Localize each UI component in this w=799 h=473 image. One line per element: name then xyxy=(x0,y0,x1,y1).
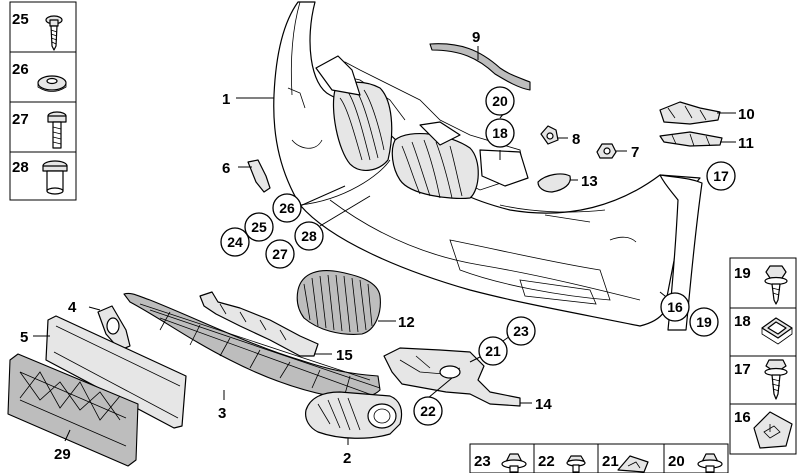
circle-28 xyxy=(294,221,324,251)
callout-2: 2 xyxy=(343,450,351,467)
bottom-label-23: 23 xyxy=(474,453,491,470)
circled-20: 20 xyxy=(492,93,508,109)
circle-18 xyxy=(485,118,515,148)
bottom-label-22: 22 xyxy=(538,453,555,470)
bottom-label-21: 21 xyxy=(602,453,619,470)
callout-9: 9 xyxy=(472,29,480,46)
left-parts-column: 25 26 27 28 xyxy=(9,1,77,201)
circle-21 xyxy=(478,336,508,366)
bolt-icon xyxy=(47,111,67,149)
push-rivet-icon xyxy=(697,453,723,473)
callout-4: 4 xyxy=(68,299,77,316)
clip-part-7 xyxy=(596,143,617,159)
cell-28 xyxy=(9,151,77,201)
clip-part-8 xyxy=(540,125,559,145)
fog-trim-4 xyxy=(97,305,131,351)
callout-14: 14 xyxy=(535,396,552,413)
left-label-28: 28 xyxy=(12,159,29,176)
circled-19: 19 xyxy=(696,314,712,330)
spring-nut-icon xyxy=(753,411,793,449)
right-label-16: 16 xyxy=(734,409,751,426)
screw-icon xyxy=(45,15,63,51)
callout-11: 11 xyxy=(738,135,754,152)
callout-5: 5 xyxy=(20,329,28,346)
lower-mesh-grille xyxy=(123,292,381,399)
circle-20 xyxy=(485,86,515,116)
callout-12: 12 xyxy=(398,314,415,331)
bumper-cover xyxy=(273,1,701,327)
air-duct-bracket xyxy=(383,347,521,407)
cell-27 xyxy=(9,101,77,153)
circle-17 xyxy=(706,161,736,191)
clip-nut-icon xyxy=(617,455,649,473)
bumper-trim-strip-right xyxy=(659,174,703,331)
circled-24: 24 xyxy=(227,234,243,250)
callout-29: 29 xyxy=(54,446,71,463)
grille-support-bracket xyxy=(199,291,319,357)
license-plate-frame xyxy=(7,353,139,467)
right-label-17: 17 xyxy=(734,361,751,378)
callout-numbers: 1 2 3 4 5 6 7 8 9 10 11 12 13 14 15 29 xyxy=(20,29,755,467)
side-bracket-upper xyxy=(659,101,721,125)
callout-1: 1 xyxy=(222,91,230,108)
circle-16 xyxy=(660,292,690,322)
callout-13: 13 xyxy=(581,173,598,190)
right-label-19: 19 xyxy=(734,265,751,282)
side-bracket-lower xyxy=(659,131,723,147)
circled-23: 23 xyxy=(513,323,529,339)
fog-light-grille xyxy=(305,391,403,439)
cell-25 xyxy=(9,1,77,53)
circled-18: 18 xyxy=(492,125,508,141)
small-trim-piece-6 xyxy=(247,159,271,193)
circled-28: 28 xyxy=(301,228,317,244)
callout-6: 6 xyxy=(222,160,230,177)
callout-3: 3 xyxy=(218,405,226,422)
callout-15: 15 xyxy=(336,347,353,364)
kidney-grille xyxy=(296,270,381,335)
bottom-label-20: 20 xyxy=(668,453,685,470)
callout-10: 10 xyxy=(738,106,755,123)
upper-seal-strip xyxy=(429,43,531,91)
circled-16: 16 xyxy=(667,299,683,315)
circled-22: 22 xyxy=(420,403,436,419)
bottom-parts-row: 23 22 21 20 xyxy=(469,443,729,473)
circled-17: 17 xyxy=(713,168,729,184)
circle-19 xyxy=(689,307,719,337)
tow-hook-cover xyxy=(537,173,571,193)
screw-icon xyxy=(764,359,788,400)
square-clip-icon xyxy=(761,317,793,345)
circled-26: 26 xyxy=(279,200,295,216)
circle-24 xyxy=(220,227,250,257)
callout-7: 7 xyxy=(631,144,639,161)
washer-icon xyxy=(37,75,67,92)
cell-20 xyxy=(663,443,729,473)
circled-27: 27 xyxy=(272,246,288,262)
callout-8: 8 xyxy=(572,131,580,148)
license-plate-base xyxy=(45,315,187,429)
screw-icon xyxy=(566,455,586,473)
flange-screw-icon xyxy=(764,265,788,305)
right-parts-column: 19 18 17 16 xyxy=(729,257,797,455)
cell-22 xyxy=(533,443,599,473)
circle-22 xyxy=(413,396,443,426)
left-label-27: 27 xyxy=(12,111,29,128)
expansion-rivet-icon xyxy=(501,453,527,473)
circle-23 xyxy=(506,316,536,346)
circled-callouts: 17 20 18 26 25 24 28 27 16 19 23 21 22 xyxy=(220,86,736,426)
circled-25: 25 xyxy=(251,219,267,235)
right-label-18: 18 xyxy=(734,313,751,330)
circle-25 xyxy=(244,212,274,242)
circle-26 xyxy=(272,193,302,223)
left-label-26: 26 xyxy=(12,61,29,78)
circle-27 xyxy=(265,239,295,269)
left-label-25: 25 xyxy=(12,11,29,28)
rivet-nut-icon xyxy=(42,160,68,195)
circled-21: 21 xyxy=(485,343,501,359)
